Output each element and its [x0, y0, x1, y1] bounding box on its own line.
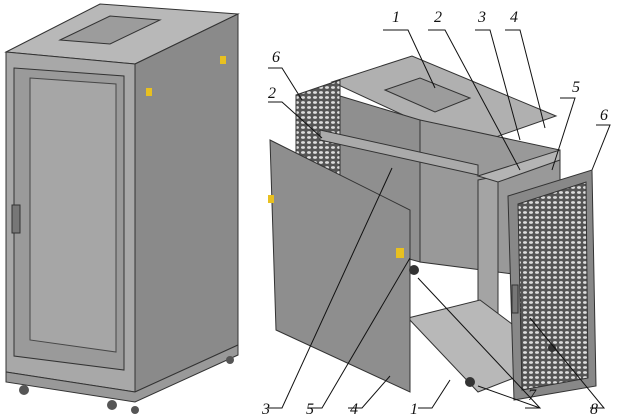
caster-wheel: [19, 385, 29, 395]
leveling-foot: [409, 265, 419, 275]
front-door-handle: [511, 284, 519, 314]
assembled-cabinet: [4, 3, 240, 414]
caster-wheel: [107, 400, 117, 410]
door-handle: [11, 204, 21, 234]
exploded-cabinet: [268, 55, 597, 401]
callout-bottom-1: 1: [410, 401, 418, 418]
frame-front-rail: [476, 149, 561, 183]
side-door-panel: [269, 139, 411, 393]
leveling-foot: [465, 377, 475, 387]
callout-bottom-4: 4: [350, 401, 358, 418]
lock-accent: [146, 88, 152, 96]
callout-labels: 1 2 3 4 5 6 6 2 3 5 4 1 7 8: [261, 9, 608, 418]
door-latch: [268, 195, 274, 203]
leveling-foot: [548, 344, 556, 352]
callout-bottom-5: 5: [306, 401, 314, 418]
callout-top-3: 3: [477, 9, 486, 26]
callout-bottom-7: 7: [528, 387, 537, 404]
callout-right-5: 5: [572, 79, 580, 96]
top-cutout: [58, 15, 162, 45]
callout-left-6: 6: [272, 49, 280, 66]
caster-wheel: [131, 406, 139, 414]
top-panel-cutout: [383, 77, 472, 113]
callout-right-6: 6: [600, 107, 608, 124]
caster-wheel: [226, 356, 234, 364]
callout-left-2: 2: [268, 85, 276, 102]
cabinet-base: [5, 344, 239, 403]
callout-bottom-3: 3: [261, 401, 270, 418]
leader-lines: [268, 29, 611, 409]
lock-accent: [220, 56, 226, 64]
callout-top-2: 2: [434, 9, 442, 26]
cabinet-side: [134, 13, 239, 393]
front-mesh-panel: [517, 181, 589, 391]
callout-bottom-8: 8: [590, 401, 598, 418]
callout-top-1: 1: [392, 9, 400, 26]
door-latch: [396, 248, 404, 258]
callout-top-4: 4: [510, 9, 518, 26]
door-glass-pane: [29, 77, 117, 353]
